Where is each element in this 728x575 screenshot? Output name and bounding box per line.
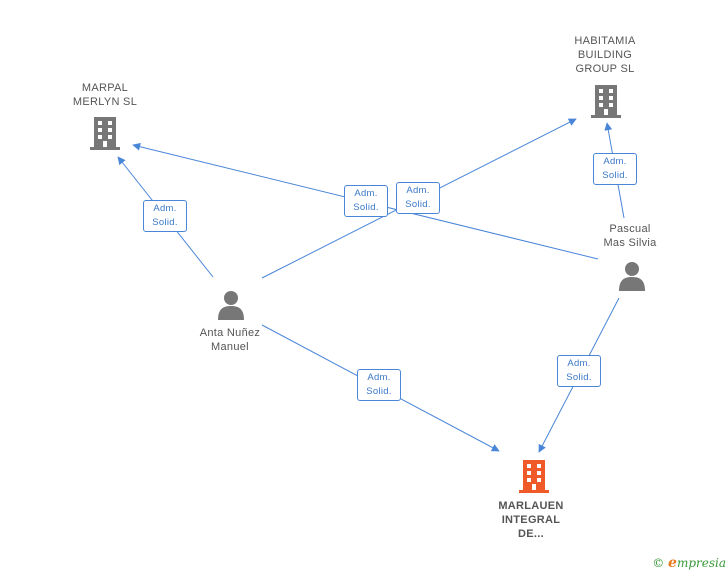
node-label-anta[interactable]: Anta Nuñez Manuel — [199, 327, 261, 353]
edge-label-line1: Adm. — [367, 372, 391, 383]
edge-label-line2: Solid. — [602, 170, 628, 181]
edge-label-pascual-marlauen[interactable]: Adm. Solid. — [557, 355, 601, 387]
node-label-marpal[interactable]: MARPAL MERLYN SL — [72, 82, 138, 108]
building-icon[interactable] — [90, 117, 120, 150]
node-label-marlauen[interactable]: MARLAUEN INTEGRAL DE... — [498, 500, 564, 540]
edge-label-line2: Solid. — [366, 386, 392, 397]
edge-label-line1: Adm. — [567, 358, 591, 369]
edge-label-line1: Adm. — [603, 156, 627, 167]
edge-label-pascual-marpal[interactable]: Adm. Solid. — [344, 185, 388, 217]
edge-label-line1: Adm. — [153, 203, 177, 214]
building-icon[interactable] — [591, 85, 621, 118]
brand-logo-e: e — [668, 555, 677, 571]
node-label-pascual[interactable]: Pascual Mas Silvia — [603, 223, 657, 249]
node-label-habitamia[interactable]: HABITAMIA BUILDING GROUP SL — [574, 35, 636, 75]
person-icon[interactable] — [218, 291, 244, 320]
brand-name: mpresia — [676, 556, 726, 570]
edge-label-line1: Adm. — [406, 185, 430, 196]
edge-label-line2: Solid. — [566, 372, 592, 383]
edge-label-line2: Solid. — [152, 217, 178, 228]
person-icon[interactable] — [619, 262, 645, 291]
edge-label-line2: Solid. — [353, 202, 379, 213]
edge-label-line2: Solid. — [405, 199, 431, 210]
brand-watermark: © empresia — [652, 555, 726, 571]
edge-label-anta-marpal[interactable]: Adm. Solid. — [143, 200, 187, 232]
building-icon[interactable] — [519, 460, 549, 493]
edge-label-anta-marlauen[interactable]: Adm. Solid. — [357, 369, 401, 401]
edge-label-line1: Adm. — [354, 188, 378, 199]
edge-label-anta-habitamia[interactable]: Adm. Solid. — [396, 182, 440, 214]
copyright-icon: © — [652, 556, 665, 570]
edge-label-pascual-habitamia[interactable]: Adm. Solid. — [593, 153, 637, 185]
